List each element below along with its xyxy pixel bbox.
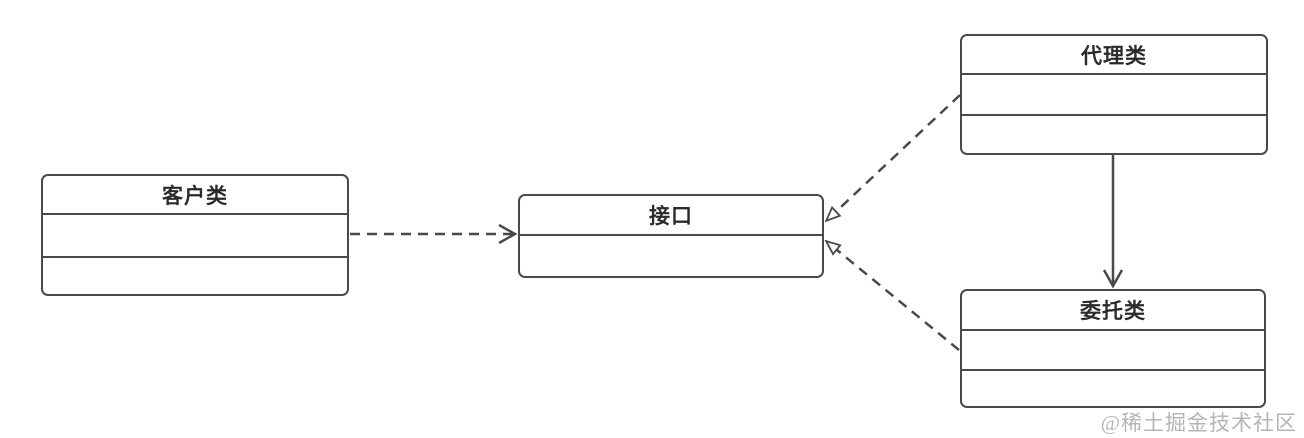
attributes-compartment (962, 329, 1264, 369)
class-box-delegate: 委托类 (960, 289, 1266, 408)
edge-proxy-to-interface (826, 94, 961, 221)
methods-compartment (962, 369, 1264, 406)
methods-compartment (43, 256, 347, 294)
attributes-compartment (43, 213, 347, 256)
class-box-interface: 接口 (518, 194, 824, 278)
class-box-client: 客户类 (41, 174, 349, 296)
class-box-proxy: 代理类 (960, 34, 1268, 155)
class-name-proxy: 代理类 (1081, 44, 1147, 68)
class-name-client: 客户类 (162, 184, 228, 208)
edge-delegate-to-interface (826, 241, 960, 351)
methods-compartment (962, 114, 1266, 153)
class-name-delegate: 委托类 (1080, 300, 1146, 323)
attributes-compartment (962, 73, 1266, 114)
methods-compartment (520, 234, 822, 276)
class-name-interface: 接口 (649, 205, 693, 228)
watermark: @稀土掘金技术社区 (1100, 411, 1297, 435)
